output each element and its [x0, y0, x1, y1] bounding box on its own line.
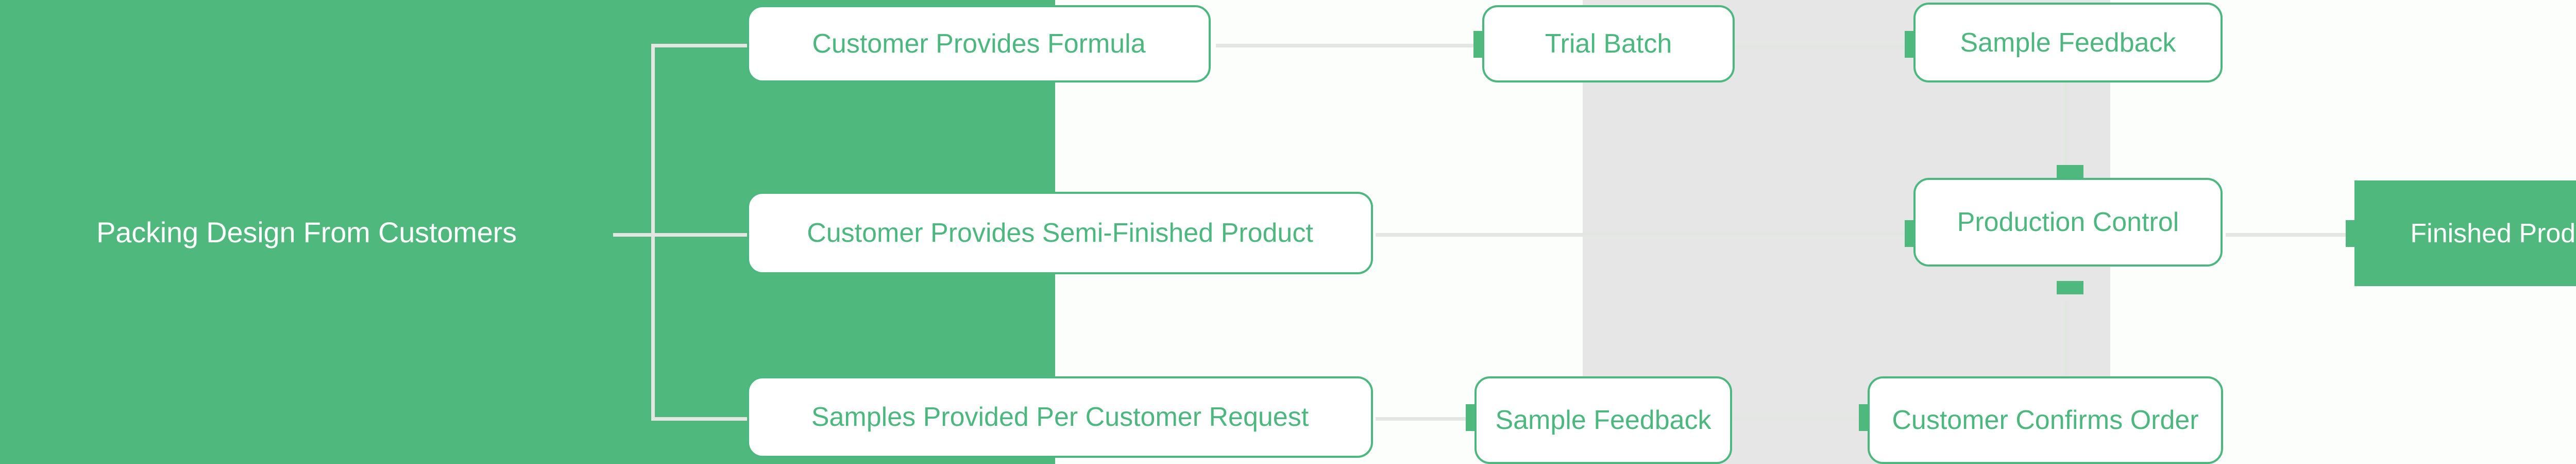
node-samples-provided-per-customer-request[interactable]: Samples Provided Per Customer Request: [747, 376, 1373, 458]
node-label: Trial Batch: [1545, 29, 1672, 59]
page-title: Packing Design From Customers: [96, 216, 517, 248]
node-label: Production Control: [1957, 207, 2179, 237]
connector-production-control-to-finished-product: [2226, 233, 2354, 237]
connector-trunk: [651, 44, 655, 421]
connector-production-control-to-confirms-order: [2063, 299, 2067, 407]
node-customer-provides-semi-finished-product[interactable]: Customer Provides Semi-Finished Product: [747, 192, 1373, 274]
connector-branch-bottom: [651, 417, 749, 421]
node-label: Samples Provided Per Customer Request: [811, 402, 1309, 432]
node-label: Sample Feedback: [1960, 27, 2176, 58]
node-label: Customer Provides Semi-Finished Product: [807, 218, 1313, 248]
node-label: Finished Product: [2410, 218, 2576, 248]
connector-samples-to-sample-feedback: [1376, 417, 1468, 421]
node-customer-confirms-order[interactable]: Customer Confirms Order: [1868, 376, 2223, 464]
connector-branch-middle: [651, 233, 749, 237]
connector-branch-top: [651, 44, 749, 47]
connector-trial-batch-to-sample-feedback: [1734, 44, 1906, 47]
node-customer-provides-formula[interactable]: Customer Provides Formula: [747, 5, 1211, 82]
node-label: Sample Feedback: [1495, 405, 1711, 435]
connector-handle-production-control-bottom: [2057, 281, 2083, 294]
connector-handle-production-control-top: [2057, 165, 2083, 178]
node-trial-batch[interactable]: Trial Batch: [1482, 5, 1735, 82]
connector-root-stem: [613, 233, 654, 237]
connector-sample-feedback-to-confirms-order: [1734, 417, 1865, 421]
node-label: Customer Provides Formula: [812, 29, 1146, 59]
connector-formula-to-trial-batch: [1216, 44, 1473, 47]
node-label: Customer Confirms Order: [1892, 405, 2199, 435]
node-production-control[interactable]: Production Control: [1913, 178, 2223, 267]
node-sample-feedback-top[interactable]: Sample Feedback: [1913, 3, 2223, 82]
connector-sample-feedback-top-to-production-control: [2063, 57, 2067, 168]
connector-semi-finished-to-production-control: [1376, 233, 1904, 237]
node-finished-product[interactable]: Finished Product: [2354, 180, 2576, 286]
node-sample-feedback-bottom[interactable]: Sample Feedback: [1475, 376, 1732, 464]
